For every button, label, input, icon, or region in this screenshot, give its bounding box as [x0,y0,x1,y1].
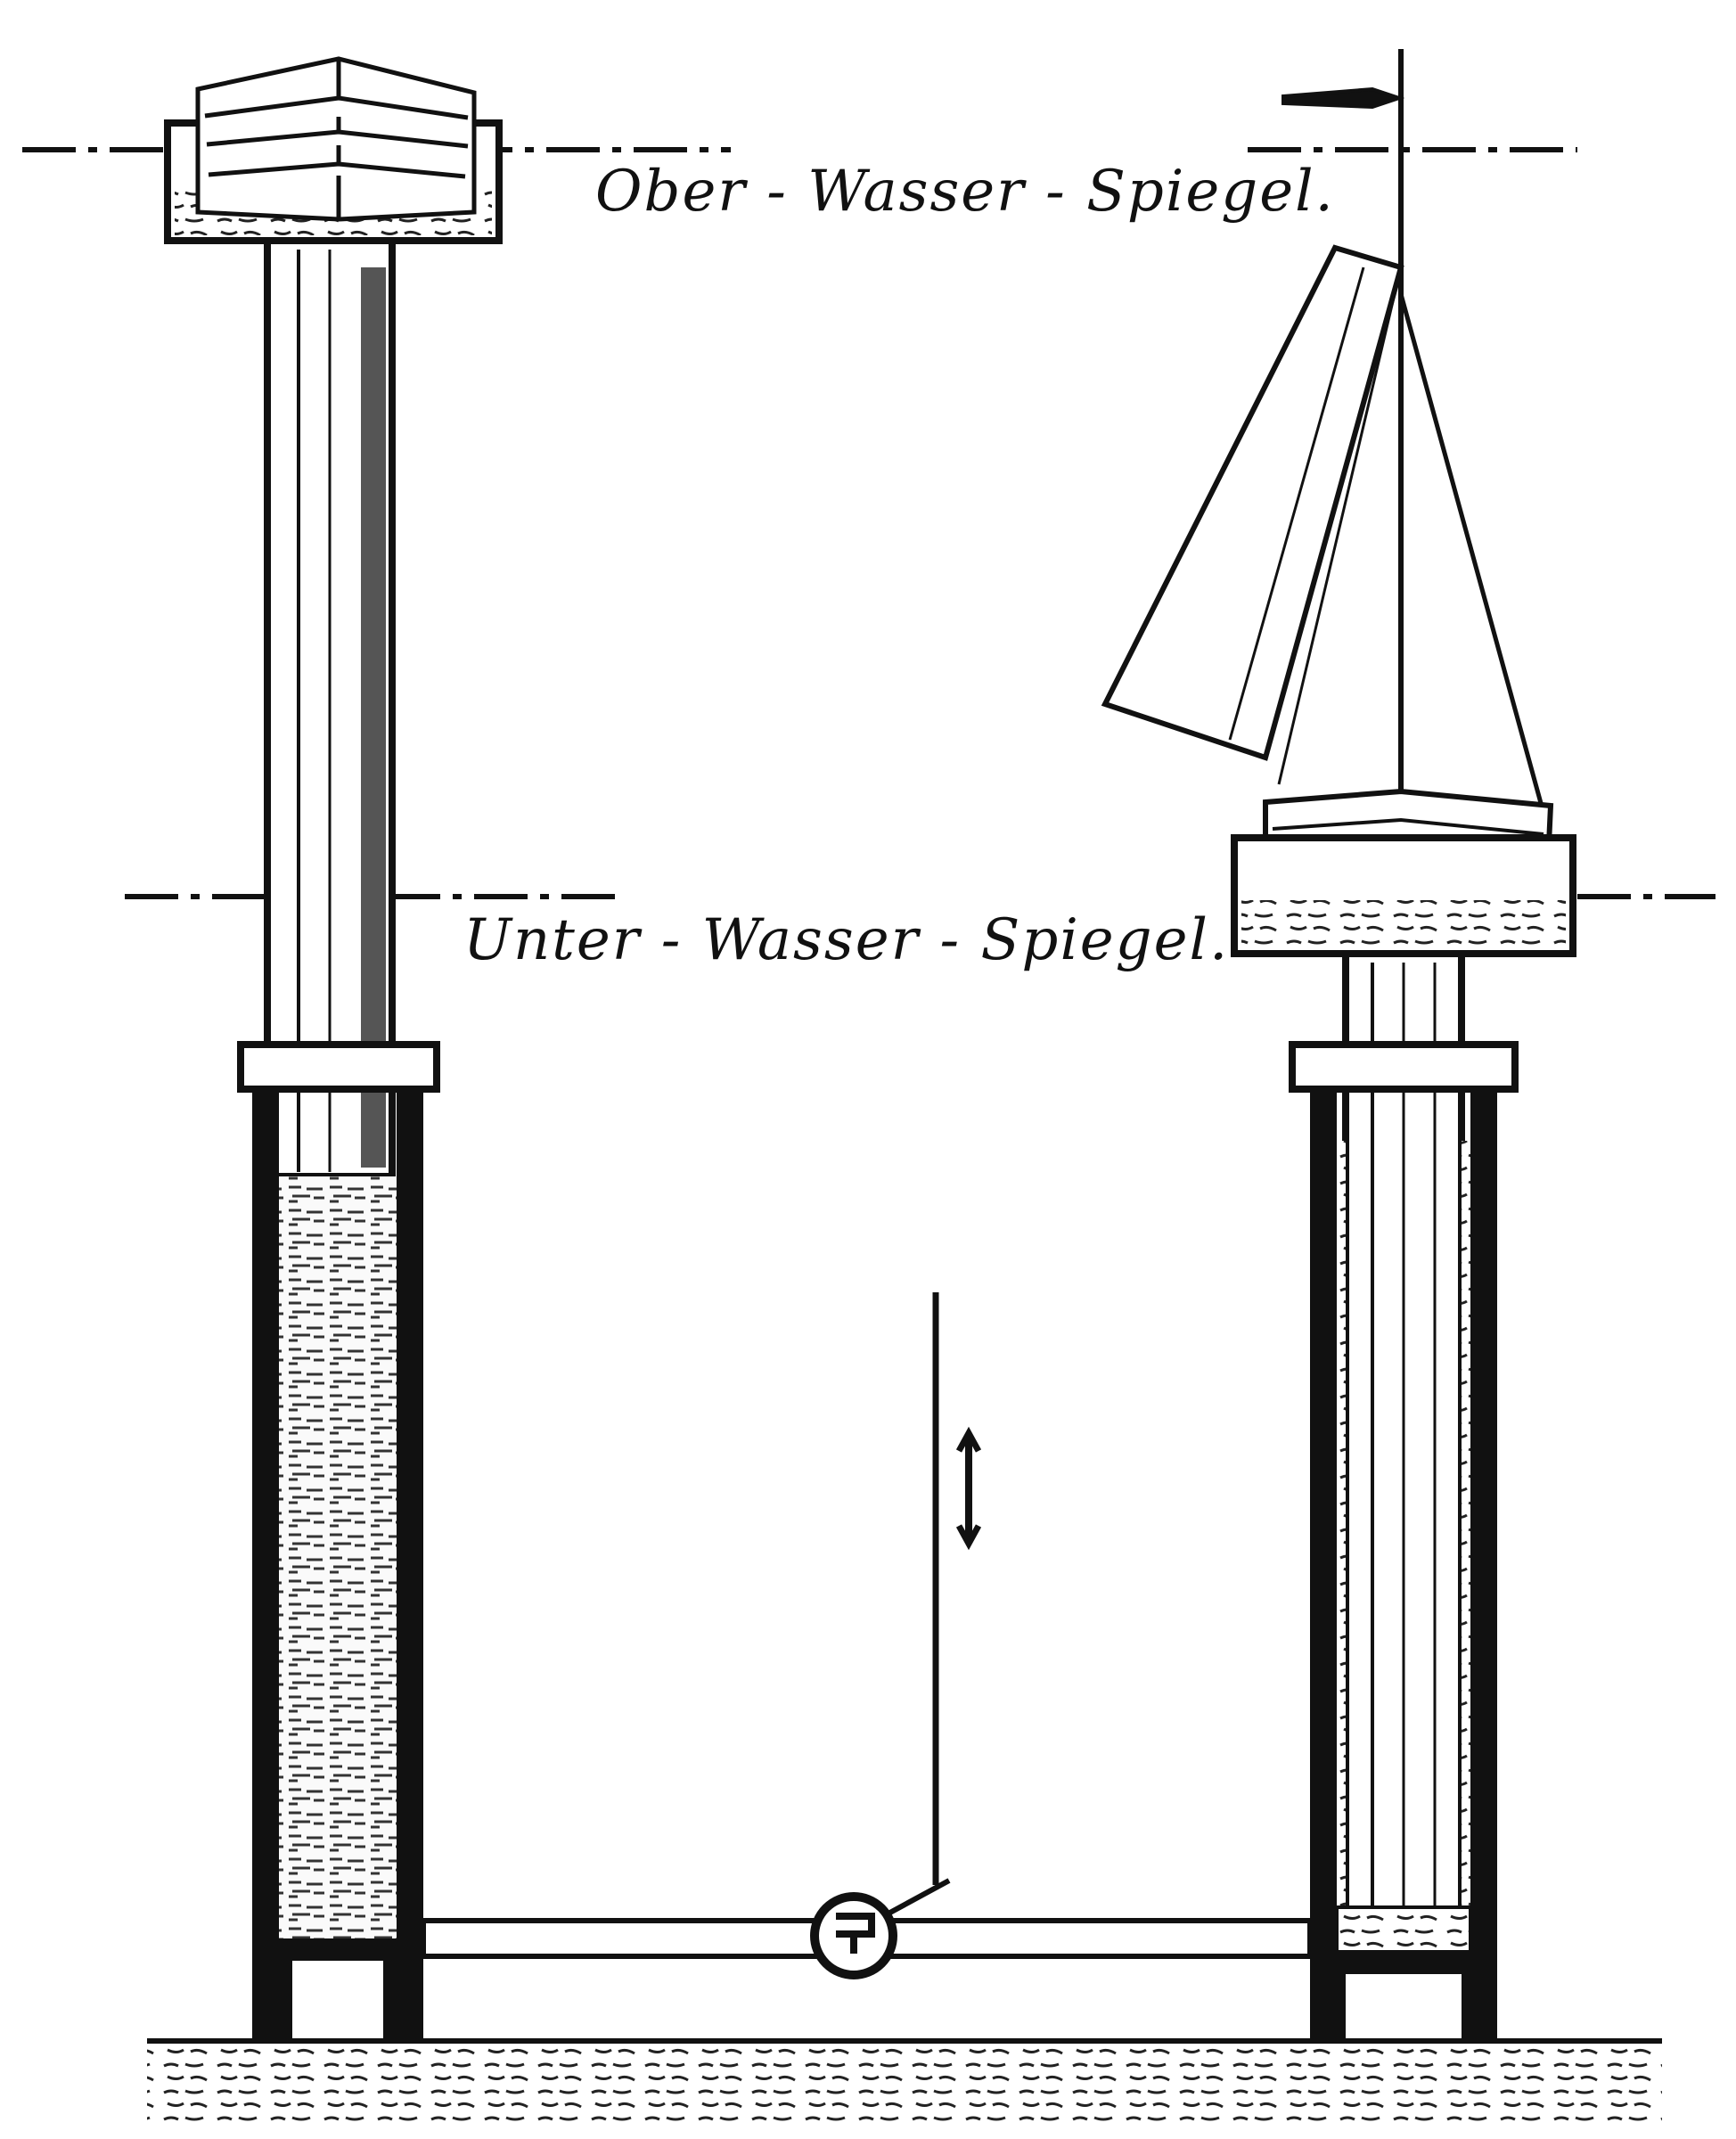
right-trough [1231,834,1576,957]
right-cylinder-shaft [1289,1041,1519,2041]
left-lift-column [164,56,503,2041]
left-boat [195,56,477,222]
ground-foundation [147,2038,1662,2121]
valve [810,1878,951,1979]
left-piston [264,237,396,1180]
right-piston [1342,950,1465,1915]
valve-rod [932,1292,982,1885]
right-lift-column [1101,49,1576,2041]
lower-water-level-label: Unter - Wasser - Spiegel. [463,907,1230,973]
left-cylinder-shaft [237,1041,440,2041]
upper-water-level-label: Ober - Wasser - Spiegel. [595,159,1335,225]
